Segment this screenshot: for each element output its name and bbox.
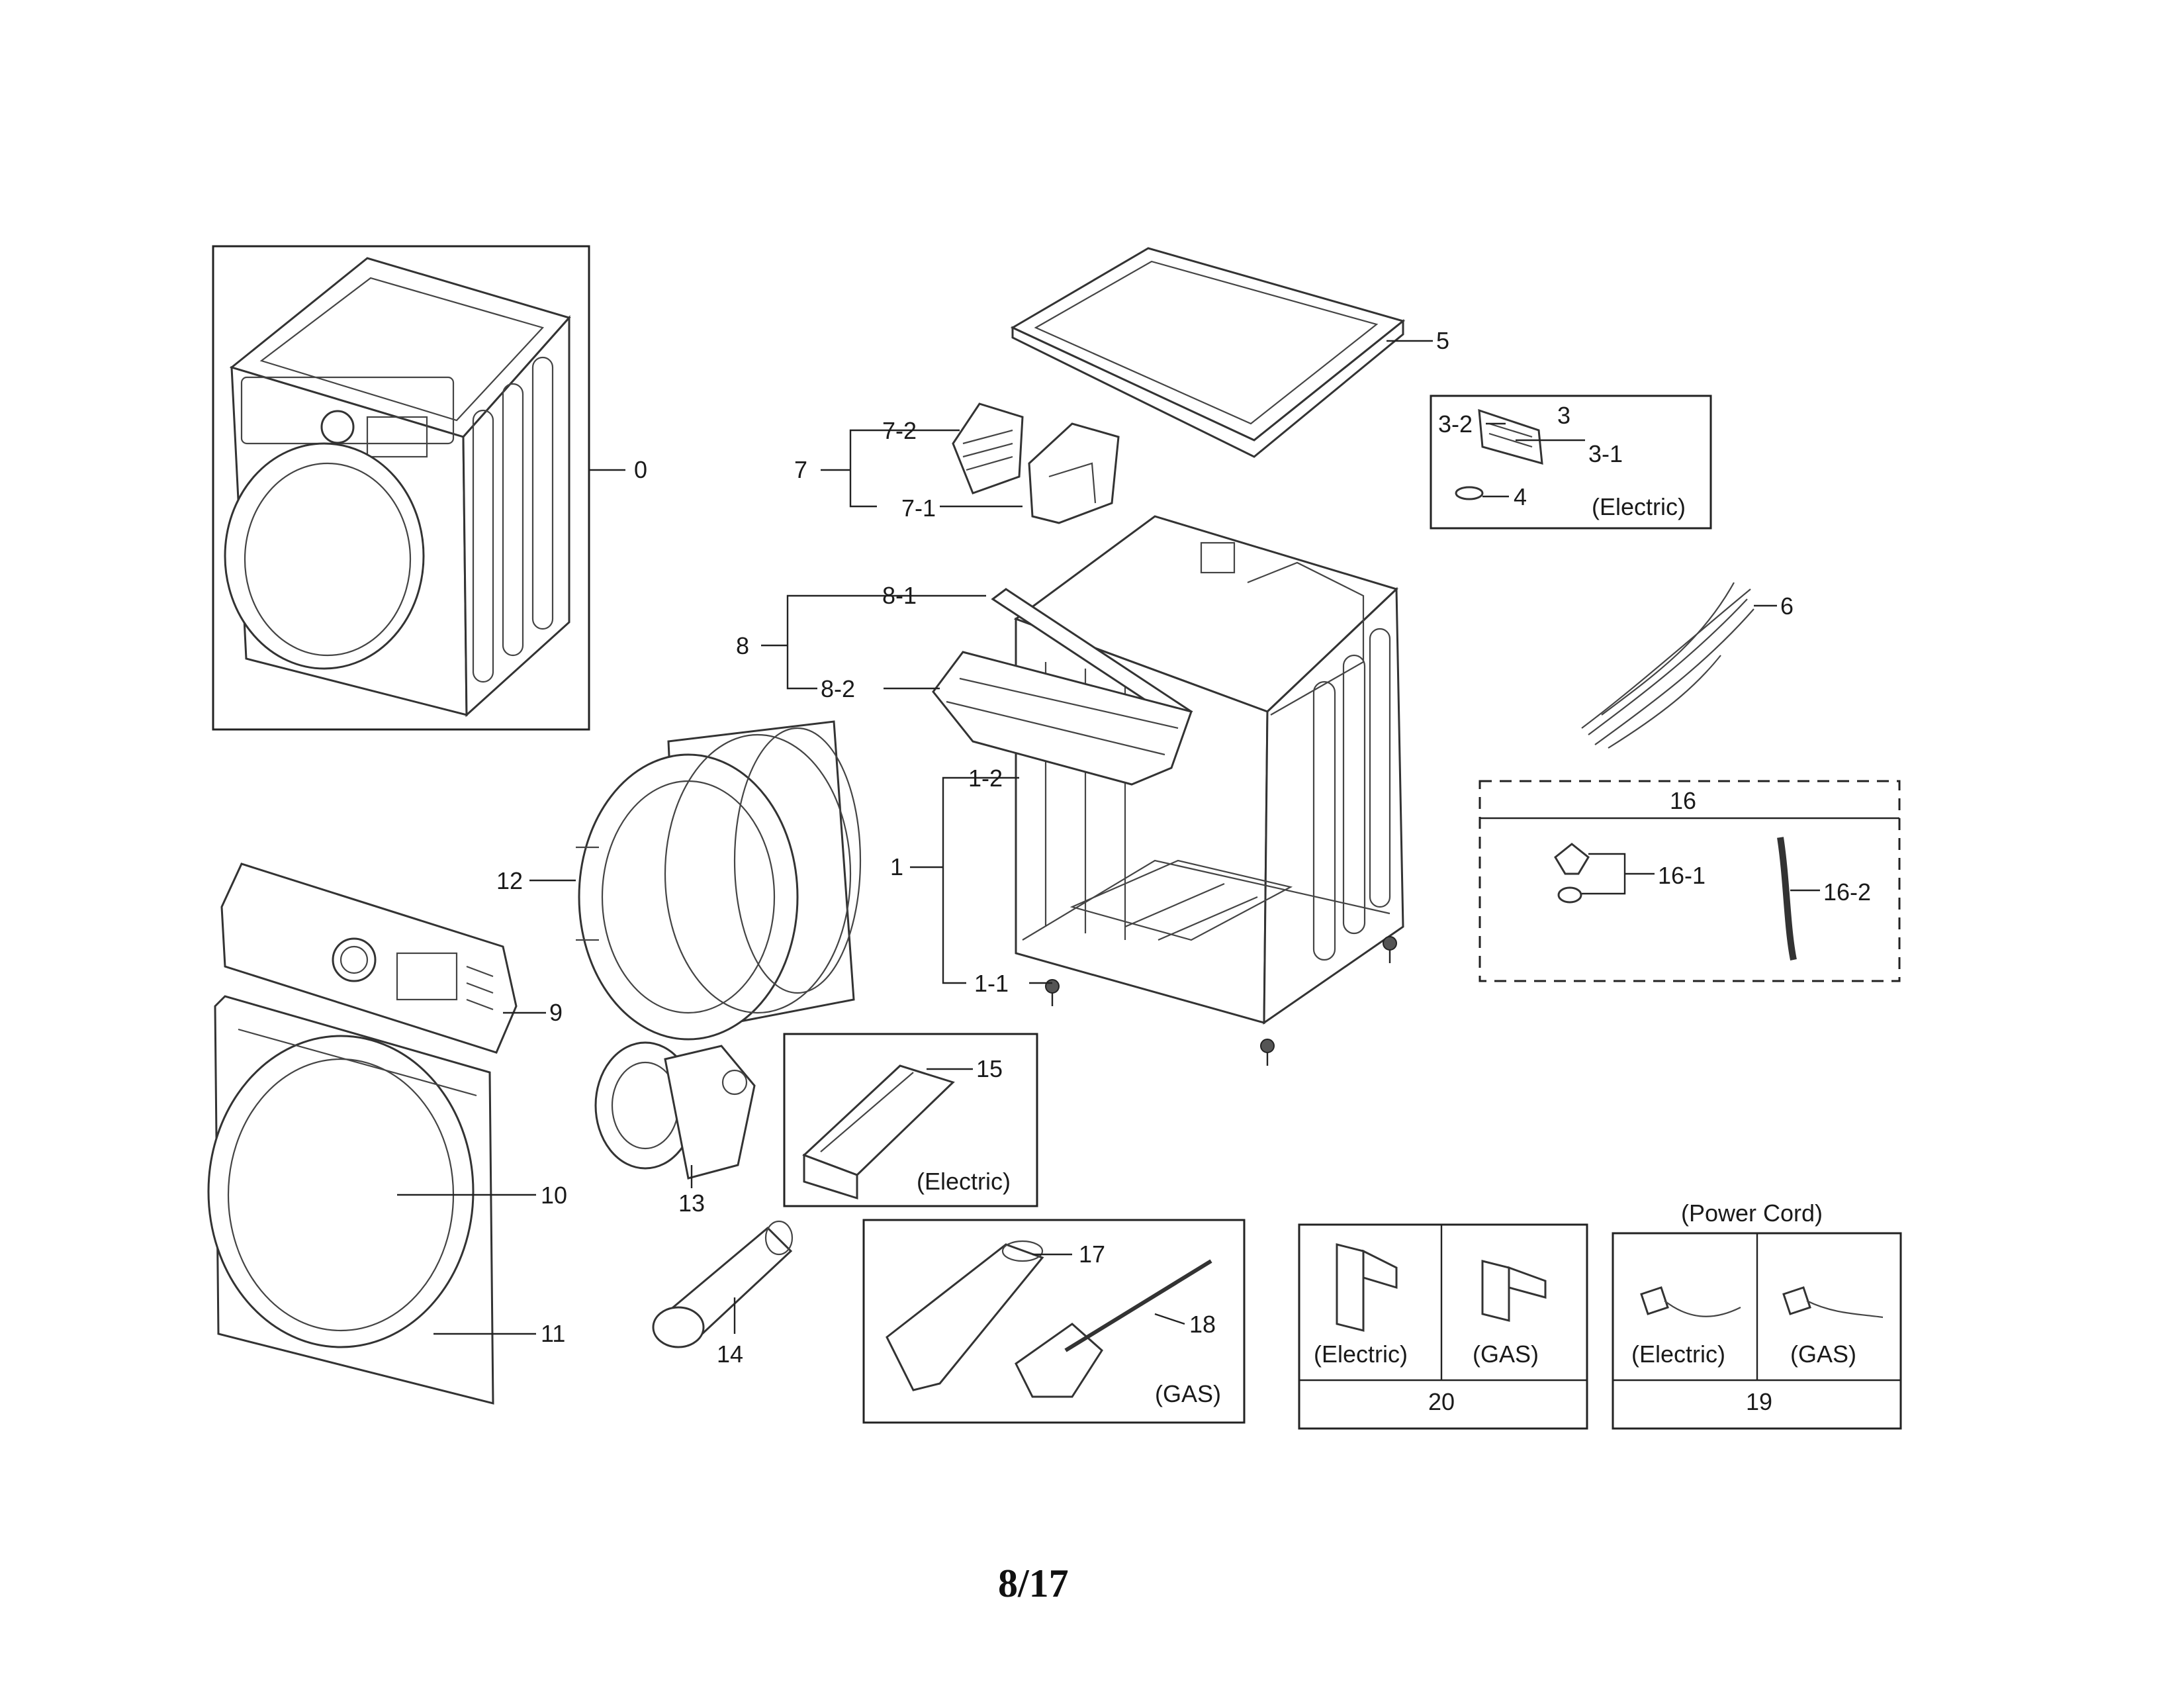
callout-13: 13 [678,1190,705,1217]
callout-4: 4 [1514,483,1527,510]
callout-0: 0 [634,456,648,483]
callout-1: 1 [890,853,904,880]
part-0-complete-dryer [212,245,590,731]
callout-8: 8 [736,632,750,659]
callout-18: 18 [1189,1311,1216,1338]
box15-variant-label: (Electric) [917,1168,1011,1195]
box19-right-label: (GAS) [1790,1340,1857,1368]
callout-7-2: 7-2 [882,417,917,444]
box19-title: (Power Cord) [1681,1199,1823,1227]
callout-14: 14 [717,1340,744,1368]
callout-12: 12 [496,867,523,894]
part-14-duct [652,1220,794,1348]
leader-lines [397,340,1820,1335]
part-15-box [783,1033,1038,1207]
part-20-box [1298,1223,1588,1430]
callout-10: 10 [541,1182,568,1209]
callout-3: 3 [1557,402,1571,429]
part-19-box [1612,1232,1902,1430]
callout-20: 20 [1428,1388,1455,1415]
callout-17: 17 [1079,1241,1106,1268]
callout-3-1: 3-1 [1588,440,1623,467]
callout-6: 6 [1780,592,1794,620]
part-12-drum [576,720,862,1041]
callout-16-1: 16-1 [1658,862,1706,889]
callout-11: 11 [541,1320,566,1347]
part-13-blower [594,1041,756,1180]
callout-1-2: 1-2 [968,765,1003,792]
part-5-top-cover [1010,247,1406,458]
box20-left-label: (Electric) [1314,1340,1408,1368]
page-number: 8/17 [998,1562,1069,1605]
callout-7-1: 7-1 [901,494,936,522]
box20-right-label: (GAS) [1473,1340,1539,1368]
part-17-18-box [862,1219,1246,1424]
callout-3-2: 3-2 [1438,410,1473,438]
callout-16-2: 16-2 [1823,878,1872,906]
part-16-box [1479,780,1901,982]
callout-8-1: 8-1 [882,582,917,609]
callout-15: 15 [976,1055,1003,1082]
box3-variant-label: (Electric) [1592,493,1686,520]
callout-1-1: 1-1 [974,970,1009,997]
part-10-11-front-panel [207,995,494,1405]
callout-9: 9 [549,999,563,1026]
part-6-wire-harness [1581,582,1754,749]
part-7-brackets [952,402,1120,524]
part-1-cabinet [1013,515,1404,1025]
part-9-control-panel [220,863,518,1054]
callout-8-2: 8-2 [821,675,856,702]
box17-18-variant-label: (GAS) [1155,1380,1222,1407]
part-1-1-feet [1045,936,1397,1066]
callout-19: 19 [1746,1388,1773,1415]
callout-7: 7 [794,456,808,483]
box19-left-label: (Electric) [1631,1340,1725,1368]
part-8-frame [932,588,1193,786]
callout-5: 5 [1436,327,1450,354]
callout-16: 16 [1670,787,1697,814]
